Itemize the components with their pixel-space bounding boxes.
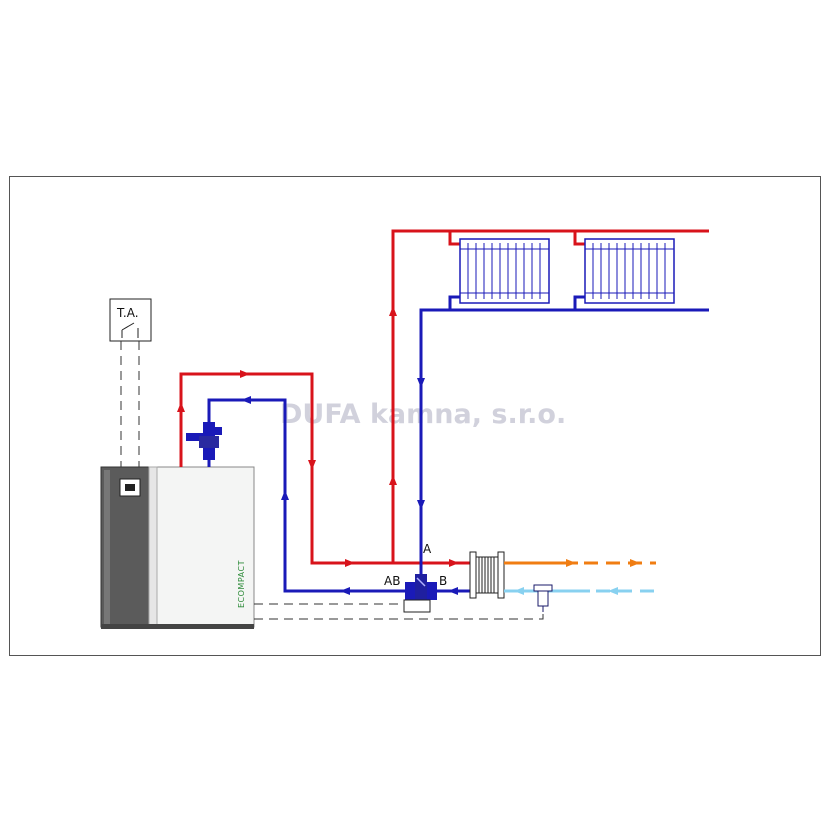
radiator-1-fins xyxy=(460,243,549,299)
arrow-right-dhw-1 xyxy=(566,559,576,567)
valve-actuator xyxy=(403,599,431,613)
radiator-2-supply-drop xyxy=(573,231,586,246)
diagram-frame xyxy=(9,176,821,656)
radiator-2 xyxy=(584,238,675,304)
arrow-down-radiator-return xyxy=(417,378,425,388)
arrow-up-return xyxy=(281,490,289,500)
arrow-up-riser-high xyxy=(389,306,397,316)
valve-port-b-label: B xyxy=(439,574,447,588)
arrow-right-dhw-2 xyxy=(630,559,640,567)
safety-valve-arm xyxy=(186,433,204,441)
flow-switch-body xyxy=(537,590,549,607)
arrow-left-bottom-return xyxy=(340,587,350,595)
flow-switch-head xyxy=(533,584,553,592)
three-way-valve xyxy=(403,574,437,613)
boiler: ECOMPACT xyxy=(100,466,255,629)
room-thermostat: T.A. xyxy=(109,298,152,342)
safety-valve-block xyxy=(199,436,219,448)
sensor-control-wire xyxy=(254,608,544,620)
flow-switch xyxy=(533,584,553,612)
control-wiring xyxy=(254,603,544,620)
radiator-supply-riser xyxy=(391,229,703,563)
radiator-1-return-rise xyxy=(448,295,461,310)
cold-water-flow-arrows xyxy=(514,587,618,595)
boiler-base xyxy=(101,624,254,629)
thermostat-wiring xyxy=(120,341,140,467)
return-pipes xyxy=(207,295,703,593)
boiler-dark-edge xyxy=(104,470,110,624)
boiler-display-screen xyxy=(125,484,135,491)
thermostat-label: T.A. xyxy=(116,306,139,320)
radiator-2-fins xyxy=(585,243,674,299)
exchanger-end-plate-left xyxy=(469,551,477,599)
arrow-down-supply xyxy=(308,460,316,470)
radiator-1 xyxy=(459,238,550,304)
radiator-1-body xyxy=(459,238,550,304)
arrow-left-exchanger-return xyxy=(448,587,458,595)
arrow-up-riser-low xyxy=(389,475,397,485)
return-flow-arrows xyxy=(241,378,458,595)
thermostat-switch-blade xyxy=(121,322,135,331)
exchanger-plates xyxy=(476,556,498,594)
arrow-left-cold-2 xyxy=(608,587,618,595)
plate-heat-exchanger xyxy=(469,551,505,599)
arrow-right-top-supply xyxy=(240,370,250,378)
radiator-return-pipe xyxy=(419,308,703,591)
exchanger-end-plate-right xyxy=(497,551,505,599)
arrow-left-cold-1 xyxy=(514,587,524,595)
boiler-panel-hinge xyxy=(148,466,158,628)
watermark-text: DUFA kamna, s.r.o. xyxy=(280,399,566,430)
arrow-left-top-return xyxy=(241,396,251,404)
thermostat-box xyxy=(109,298,152,342)
safety-valve-cap xyxy=(214,427,222,435)
radiator-1-supply-drop xyxy=(448,231,461,246)
valve-port-ab-label: AB xyxy=(384,574,400,588)
radiator-2-body xyxy=(584,238,675,304)
radiator-2-return-rise xyxy=(573,295,586,310)
valve-mark xyxy=(416,577,426,587)
safety-valve-group xyxy=(186,422,222,460)
arrow-right-exchanger-supply xyxy=(449,559,459,567)
arrow-right-bottom-supply xyxy=(345,559,355,567)
boiler-front-panel xyxy=(154,466,255,628)
arrow-down-return-low xyxy=(417,500,425,510)
valve-port-a-label: A xyxy=(423,542,432,556)
boiler-brand-label: ECOMPACT xyxy=(237,560,246,608)
arrow-up-boiler-supply xyxy=(177,402,185,412)
supply-flow-arrows xyxy=(177,306,459,567)
dhw-flow-arrows xyxy=(566,559,640,567)
